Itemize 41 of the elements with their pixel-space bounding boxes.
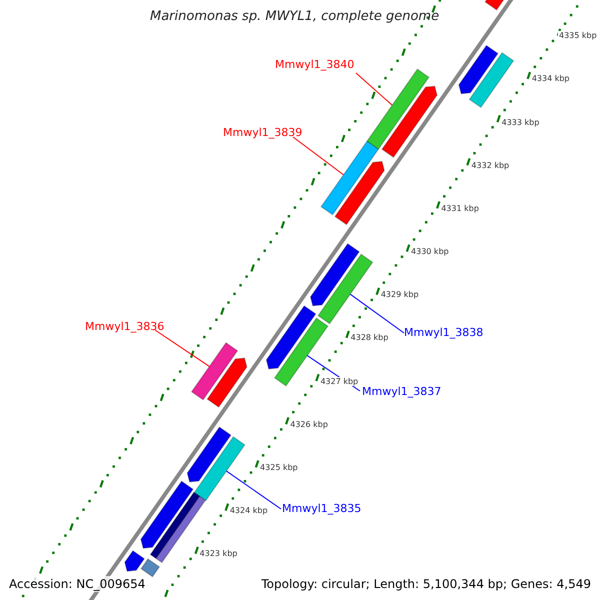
gene-bar (458, 44, 499, 94)
gene-bar (124, 550, 145, 572)
gene-bar (186, 426, 232, 482)
leader-line (350, 294, 404, 334)
gene-bar (320, 140, 380, 216)
gene-bar (381, 86, 438, 158)
gene-bar (190, 342, 238, 400)
gene-label: Mmwyl1_3840 (275, 58, 354, 71)
leader-line (154, 330, 210, 367)
gene-bar (140, 480, 194, 549)
scale-label: 4324 kbp (228, 506, 269, 516)
leader-line (356, 72, 393, 106)
gene-bar (468, 52, 514, 108)
scale-label: 4326 kbp (289, 420, 329, 429)
gene-bar (140, 558, 160, 578)
gene-bar (317, 254, 374, 324)
gene-bar (310, 243, 360, 306)
gene-label: Mmwyl1_3838 (404, 326, 484, 339)
scale-label: 4332 kbp (470, 160, 510, 170)
gene-label: Mmwyl1_3836 (85, 320, 164, 333)
leader-line (226, 470, 282, 510)
gene-label: Mmwyl1_3835 (282, 502, 362, 515)
gene-bar (366, 68, 430, 150)
scale-label: 4333 kbp (500, 118, 540, 127)
gene-bar (334, 160, 385, 226)
gene-label: Mmwyl1_3839 (223, 126, 302, 139)
leader-line (292, 136, 344, 176)
gene-bar (266, 305, 316, 370)
scale-label: 4327 kbp (319, 376, 360, 386)
title: Marinomonas sp. MWYL1, complete genome (150, 9, 440, 24)
scale-label: 4331 kbp (440, 204, 480, 213)
scale-label: 4330 kbp (410, 247, 450, 256)
scale-label: 4335 kbp (558, 31, 598, 40)
scale-label: 4325 kbp (259, 462, 299, 472)
scale-label: 4323 kbp (198, 549, 238, 558)
gene-label: Mmwyl1_3837 (362, 385, 442, 398)
scale-label: 4329 kbp (380, 290, 420, 300)
scale-label: 4334 kbp (530, 74, 571, 84)
gene-bar (206, 358, 248, 408)
scale-label: 4328 kbp (350, 333, 390, 342)
gene-bar (194, 436, 246, 502)
